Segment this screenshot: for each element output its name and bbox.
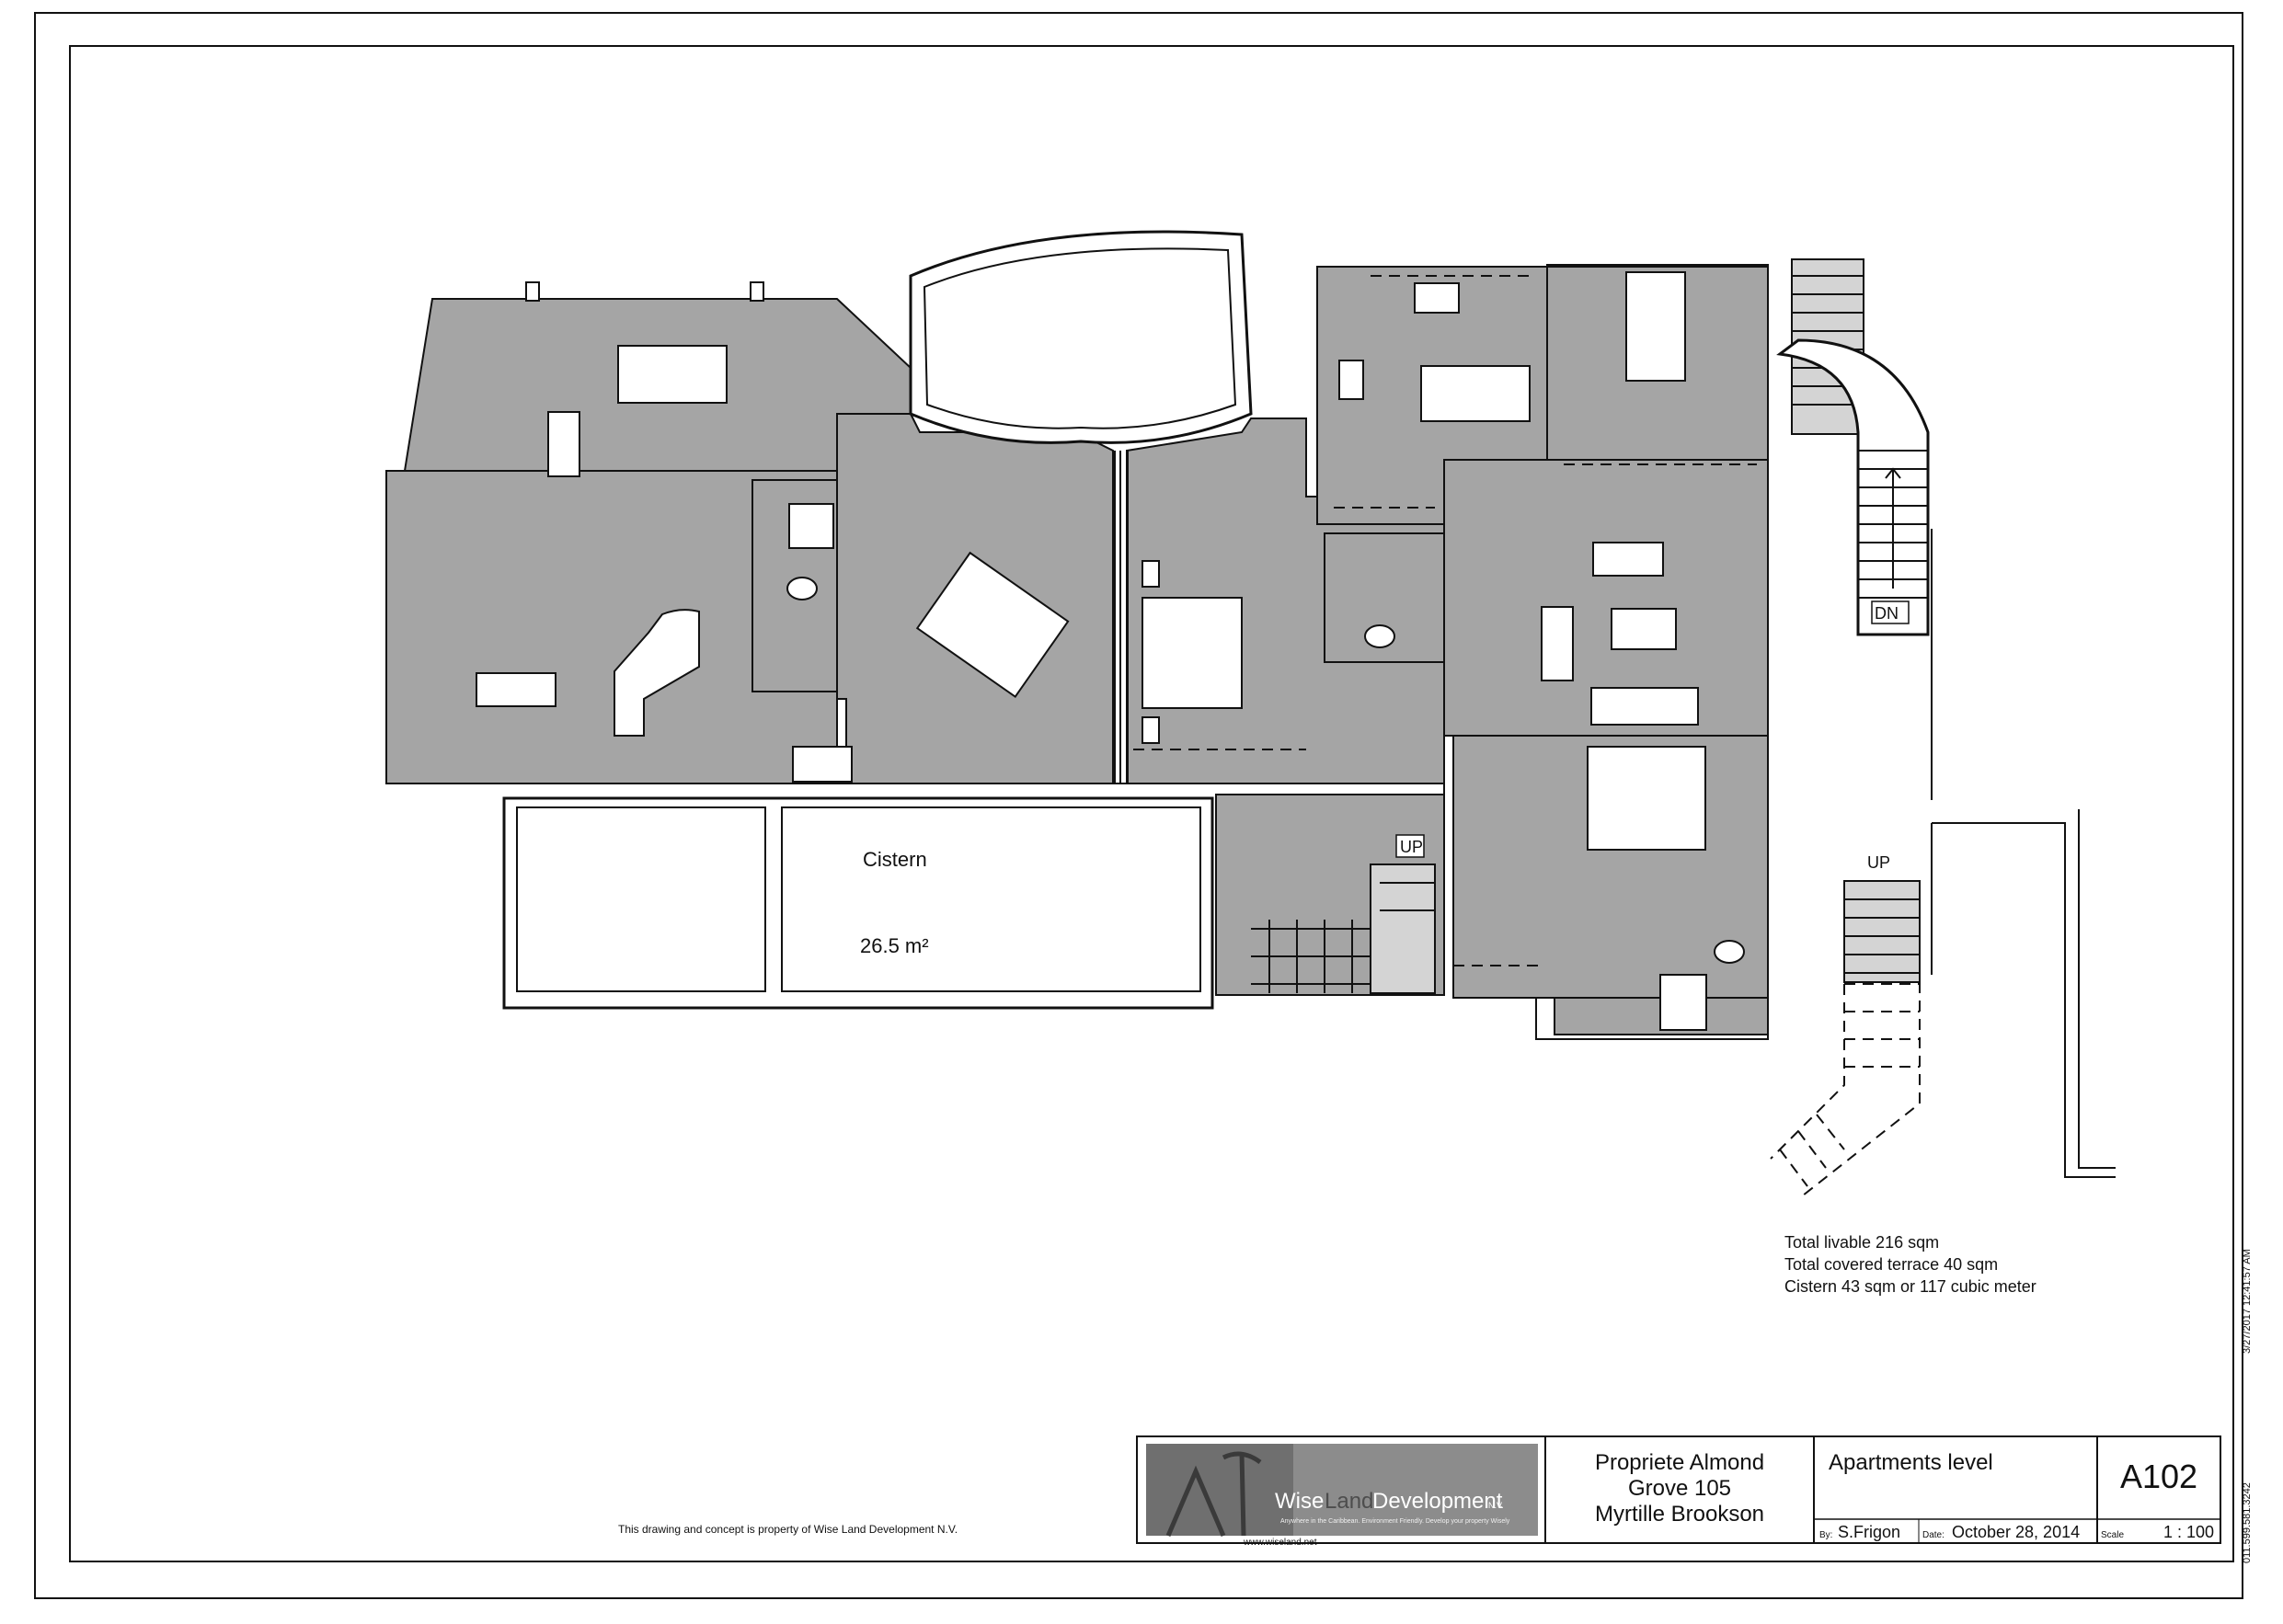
scale-label: Scale bbox=[2101, 1530, 2124, 1540]
stair-up-label-2: UP bbox=[1867, 853, 1890, 872]
terrace-post bbox=[525, 281, 540, 302]
title-block: Wise Land Development N.V. Anywhere in t… bbox=[1136, 1435, 2221, 1548]
logo-tagline: Anywhere in the Caribbean. Environment F… bbox=[1280, 1518, 1510, 1525]
project-line-1: Propriete Almond bbox=[1595, 1450, 1764, 1475]
dining-table bbox=[617, 345, 728, 404]
scale-value: 1 : 100 bbox=[2163, 1523, 2214, 1541]
exterior-stair-up: UP bbox=[1770, 809, 2116, 1196]
furniture-right-unit bbox=[1338, 271, 1745, 1031]
stair-down-label: DN bbox=[1875, 604, 1899, 623]
counter bbox=[614, 609, 700, 737]
toilet bbox=[1714, 940, 1745, 964]
party-wall bbox=[1114, 451, 1129, 783]
sofa bbox=[1541, 606, 1574, 681]
cistern-area: 26.5 m² bbox=[860, 934, 929, 957]
toilet bbox=[1364, 624, 1395, 648]
outer-border bbox=[34, 12, 2243, 1599]
furniture-left-unit bbox=[476, 345, 1070, 783]
floor-plan: Cistern 26.5 m² UP DN UP bbox=[385, 230, 2116, 1196]
pool-inner bbox=[923, 247, 1237, 429]
coffee-table bbox=[1611, 608, 1677, 650]
shower bbox=[1659, 974, 1707, 1031]
company-website: www.wiseland.net bbox=[1243, 1538, 1317, 1548]
sofa bbox=[1592, 542, 1664, 577]
bed bbox=[1142, 597, 1243, 709]
exterior-stair-down: DN bbox=[1776, 258, 1933, 800]
dashed-lines bbox=[1133, 275, 1757, 966]
storage-tank bbox=[516, 806, 766, 992]
nightstand bbox=[1142, 716, 1160, 744]
sink bbox=[1414, 282, 1460, 314]
area-totals: Total livable 216 sqm Total covered terr… bbox=[1784, 1233, 2036, 1296]
sofa bbox=[547, 411, 580, 477]
disclaimer-text: This drawing and concept is property of … bbox=[618, 1523, 958, 1536]
shower bbox=[788, 503, 834, 549]
phone-number: 011.599.581.3242 bbox=[2242, 1482, 2253, 1563]
terrace-post bbox=[750, 281, 764, 302]
logo-nv: N.V. bbox=[1488, 1501, 1504, 1510]
total-livable: Total livable 216 sqm bbox=[1784, 1233, 1939, 1252]
exterior-walls bbox=[385, 266, 1769, 1040]
toilet bbox=[786, 577, 818, 600]
bed bbox=[1587, 746, 1706, 851]
date-value: October 28, 2014 bbox=[1952, 1523, 2080, 1541]
logo-land: Land bbox=[1325, 1489, 1373, 1514]
logo-wise: Wise bbox=[1275, 1489, 1324, 1514]
date-label: Date: bbox=[1922, 1530, 1945, 1540]
cistern-tank bbox=[781, 806, 1201, 992]
inner-border bbox=[69, 45, 2234, 1562]
sheet-name: Apartments level bbox=[1829, 1450, 1993, 1475]
nightstand bbox=[1142, 560, 1160, 588]
project-line-2: Grove 105 bbox=[1628, 1476, 1731, 1501]
interior-stair: UP bbox=[1251, 834, 1436, 994]
logo-development: Development bbox=[1372, 1489, 1503, 1514]
furniture-bedroom-2 bbox=[1142, 560, 1243, 744]
stove bbox=[792, 746, 853, 783]
dining-table bbox=[1625, 271, 1686, 382]
dining-table bbox=[1420, 365, 1531, 422]
by-value: S.Frigon bbox=[1838, 1523, 1900, 1541]
cistern-label: Cistern bbox=[863, 848, 927, 871]
total-terrace: Total covered terrace 40 sqm bbox=[1784, 1255, 1998, 1274]
company-logo: Wise Land Development N.V. Anywhere in t… bbox=[1146, 1444, 1538, 1537]
sofa bbox=[476, 672, 556, 707]
stair-up-label: UP bbox=[1400, 838, 1423, 856]
bed bbox=[915, 551, 1070, 699]
sheet-number: A102 bbox=[2120, 1458, 2197, 1495]
total-cistern: Cistern 43 sqm or 117 cubic meter bbox=[1784, 1277, 2036, 1296]
sofa bbox=[1590, 687, 1699, 726]
stove bbox=[1338, 360, 1364, 400]
print-timestamp: 3/27/2017 12:41:57 AM bbox=[2242, 1249, 2253, 1354]
project-line-3: Myrtille Brookson bbox=[1595, 1502, 1764, 1527]
by-label: By: bbox=[1819, 1530, 1832, 1540]
